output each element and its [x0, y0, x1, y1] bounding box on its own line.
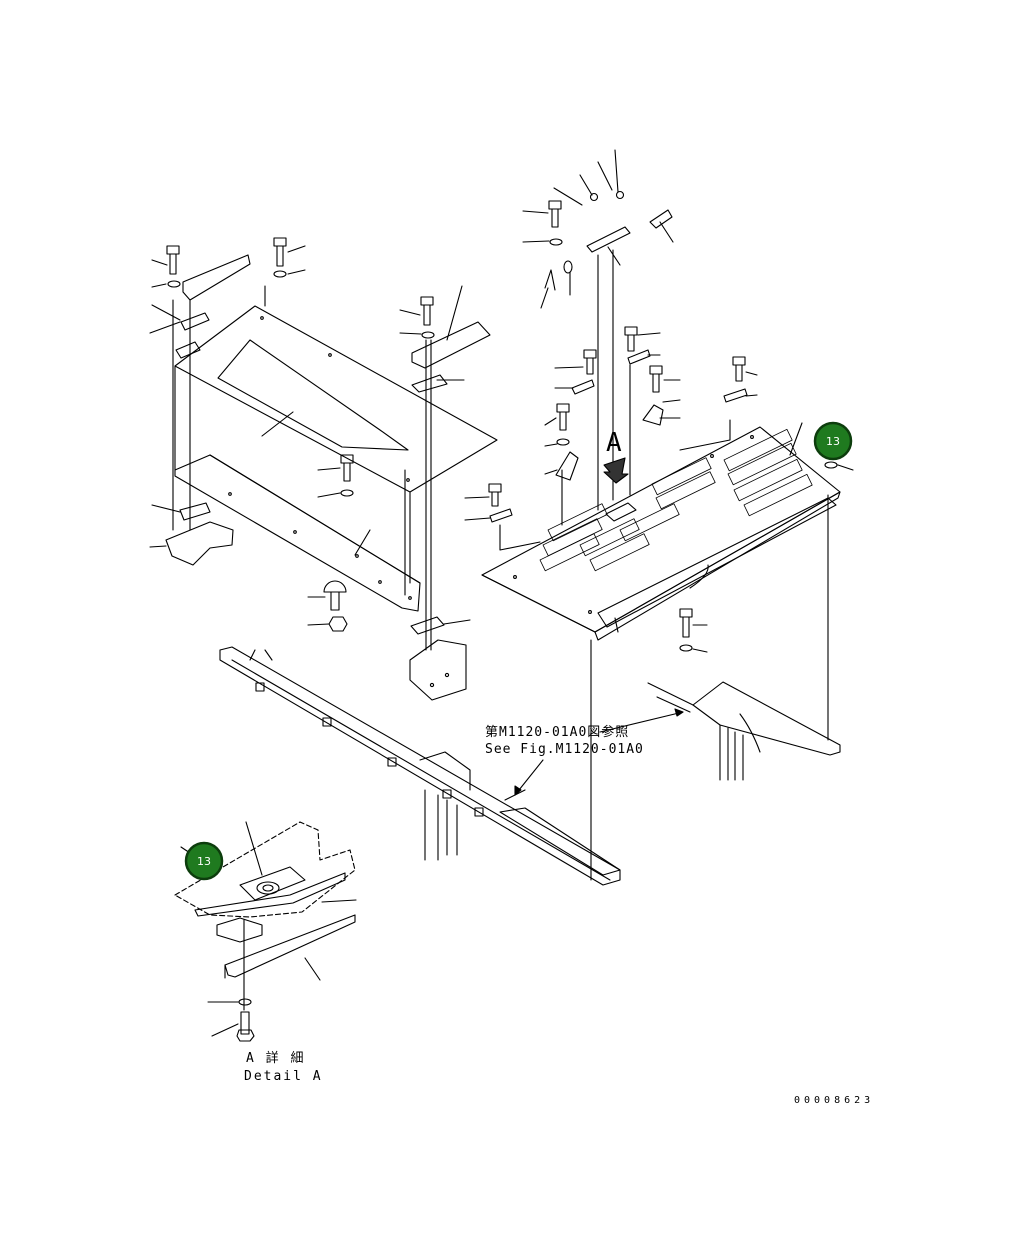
frame-rail	[219, 646, 621, 886]
detail-title-en: Detail A	[244, 1069, 323, 1084]
bolt-set-left	[166, 237, 435, 632]
detail-a-drawing	[174, 821, 357, 1042]
callout-circle	[184, 841, 224, 881]
reference-text-en: See Fig.M1120-01A0	[485, 742, 644, 757]
left-floor-plate-assembly	[165, 254, 498, 701]
reference-leaders	[514, 708, 684, 796]
detail-title-jp: A 詳 細	[246, 1050, 305, 1066]
right-support-frame	[647, 681, 841, 781]
right-floor-plate-assembly	[481, 249, 841, 881]
reference-text-jp: 第M1120-01A0図参照	[485, 724, 629, 740]
view-a-arrow-icon	[603, 457, 629, 484]
callout-badge-lower[interactable]: 13	[184, 841, 224, 881]
callout-number: 13	[826, 435, 840, 448]
leader-lines-right	[464, 149, 854, 653]
drawing-code: 00008623	[794, 1095, 874, 1106]
leader-lines-left	[149, 245, 471, 626]
callout-circle	[813, 421, 853, 461]
view-letter-a: A	[606, 428, 622, 458]
bolt-set-right	[488, 190, 748, 652]
callout-number: 13	[197, 855, 211, 868]
callout-badge-upper[interactable]: 13	[813, 421, 853, 461]
